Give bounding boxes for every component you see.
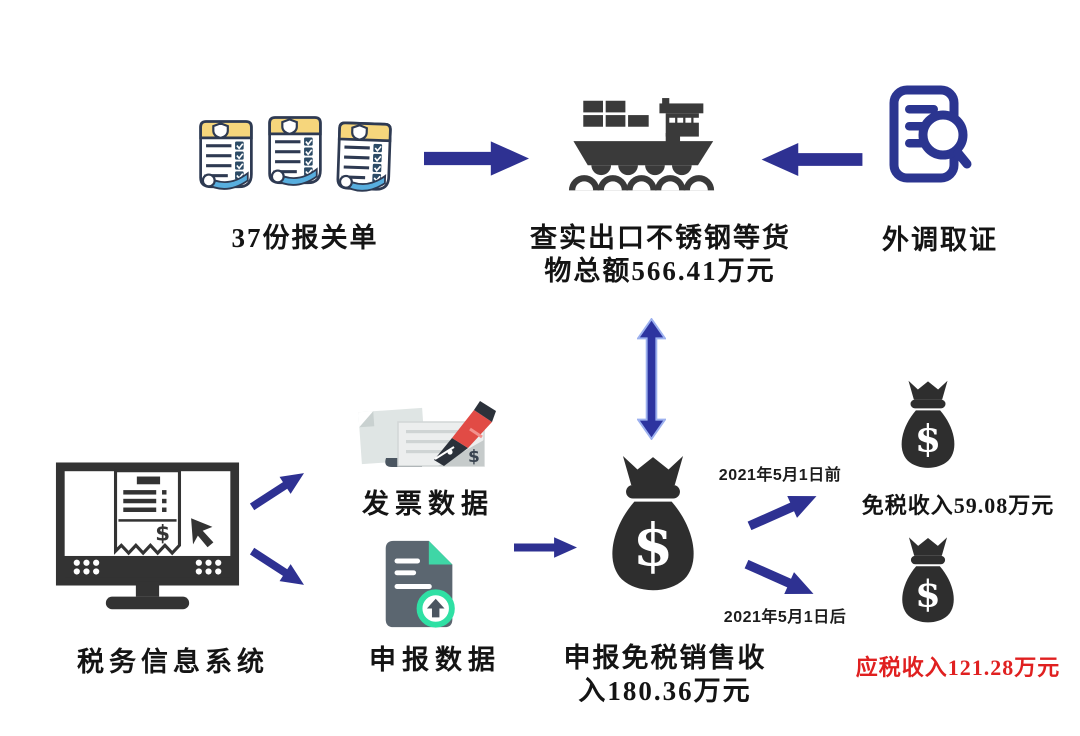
reported-income-moneybag-icon: $: [596, 450, 710, 603]
arrow-declaration-to-reported: [514, 534, 577, 561]
tax-system-monitor-icon: $: [55, 462, 240, 617]
arrow-ship-reported-link: [637, 318, 666, 440]
invoice-data-label: 发票数据: [362, 489, 494, 519]
arrow-reported-to-taxable: [734, 550, 826, 609]
taxable-income-moneybag-icon: $: [891, 536, 965, 628]
exempt-income-label: 免税收入59.08万元: [861, 493, 1055, 518]
invoice-dollar-glyph: $: [468, 447, 480, 467]
arrow-declarations-to-ship: [424, 141, 529, 176]
evidence-doc-magnifier-icon: [884, 84, 976, 188]
reported-income-dollar-glyph: $: [633, 511, 673, 579]
declaration-doc-icon: [334, 117, 395, 199]
arrow-evidence-to-ship: [757, 143, 867, 176]
arrow-system-to-invoice: [245, 462, 311, 518]
declaration-doc-icon: [266, 112, 324, 192]
ship-label-line1: 查实出口不锈钢等货: [530, 223, 791, 253]
ship-label: 查实出口不锈钢等货 物总额566.41万元: [530, 222, 790, 288]
arrow-system-to-declaration: [245, 540, 311, 596]
reported-income-label-line1: 申报免税销售收: [563, 643, 767, 673]
exempt-income-moneybag-icon: $: [891, 378, 965, 475]
evidence-label: 外调取证: [882, 225, 998, 255]
declaration-doc-icon: [197, 116, 255, 196]
reported-income-label: 申报免税销售收 入180.36万元: [535, 642, 795, 708]
cargo-ship-icon: [556, 90, 736, 202]
receipt-dollar-glyph: $: [155, 521, 170, 546]
exempt-income-dollar-glyph: $: [915, 416, 941, 460]
arrow-reported-to-exempt: [737, 482, 829, 541]
taxable-income-label: 应税收入121.28万元: [855, 655, 1061, 680]
declarations-label: 37份报关单: [231, 223, 379, 253]
invoice-pen-icon: $: [342, 396, 497, 480]
tax-system-label: 税务信息系统: [77, 647, 269, 677]
branch-after-label: 2021年5月1日后: [723, 609, 847, 626]
branch-before-label: 2021年5月1日前: [718, 467, 842, 484]
declaration-upload-icon: [377, 537, 465, 635]
ship-label-line2: 物总额566.41万元: [544, 256, 776, 286]
reported-income-label-line2: 入180.36万元: [578, 676, 752, 706]
taxable-income-dollar-glyph: $: [915, 571, 941, 615]
declaration-data-label: 申报数据: [369, 645, 501, 675]
